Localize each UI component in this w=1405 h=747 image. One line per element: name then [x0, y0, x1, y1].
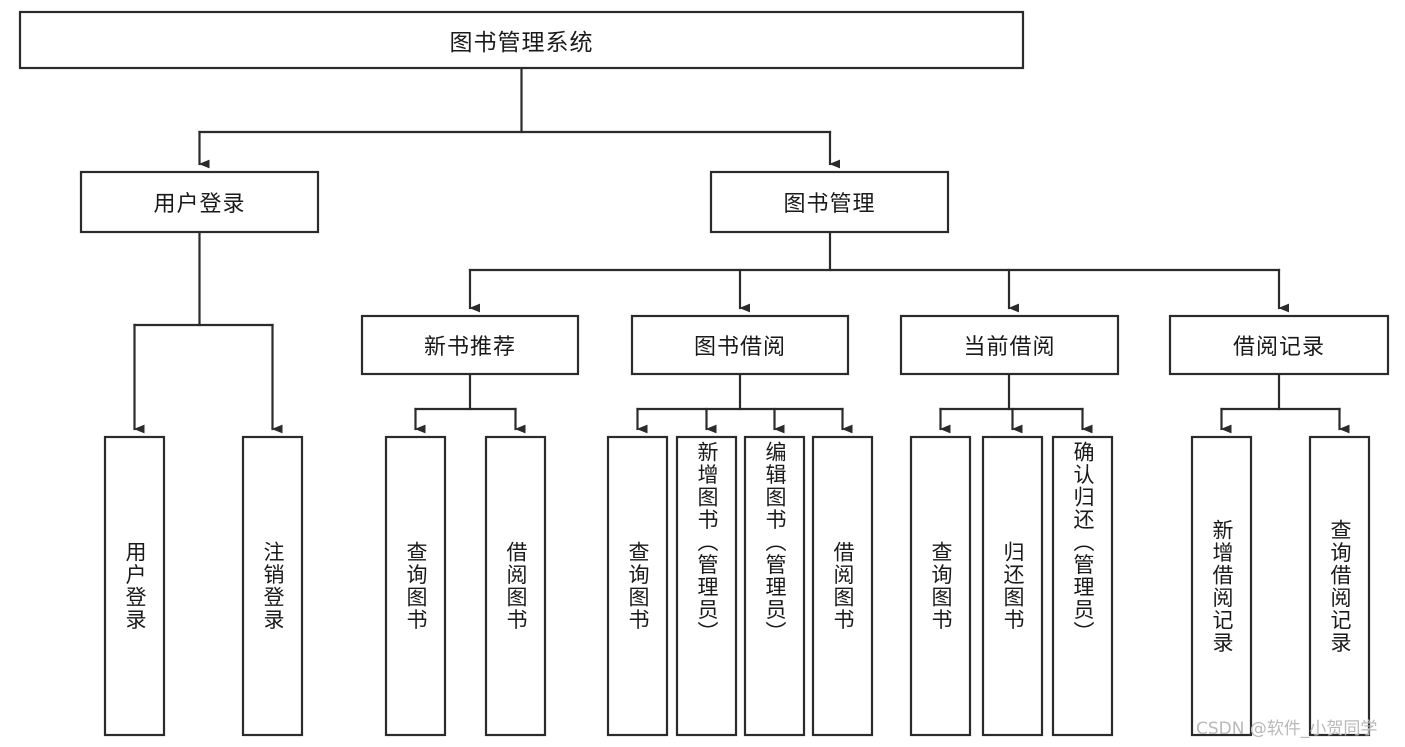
node-box-leaf-confirm-return[interactable]	[1051, 435, 1114, 737]
connector-group-borrow-record	[1220, 372, 1350, 434]
connector-group-current-borrow	[939, 372, 1093, 434]
connector-group-new-book-recommend	[414, 372, 526, 434]
connector-group-user-login	[133, 230, 283, 434]
node-box-book-manage[interactable]	[709, 170, 950, 234]
node-box-leaf-return-book[interactable]	[981, 435, 1044, 737]
node-box-current-borrow[interactable]	[899, 314, 1120, 376]
node-box-leaf-query-book-rec[interactable]	[384, 435, 447, 737]
node-box-borrow-record[interactable]	[1168, 314, 1390, 376]
node-box-leaf-add-book[interactable]	[675, 435, 738, 737]
node-box-book-borrow[interactable]	[630, 314, 850, 376]
node-box-leaf-query-book-borrow[interactable]	[606, 435, 669, 737]
node-box-user-login[interactable]	[79, 170, 320, 234]
node-box-leaf-borrow-book[interactable]	[811, 435, 874, 737]
node-box-leaf-user-logout[interactable]	[241, 435, 304, 737]
node-box-new-book-recommend[interactable]	[360, 314, 580, 376]
node-box-leaf-edit-book[interactable]	[743, 435, 806, 737]
connector-group-book-borrow	[636, 372, 853, 434]
node-box-leaf-borrow-book-rec[interactable]	[484, 435, 547, 737]
node-box-leaf-add-record[interactable]	[1190, 435, 1253, 737]
connector-group-book-manage	[468, 230, 1290, 313]
node-box-leaf-user-login[interactable]	[103, 435, 166, 737]
connector-group-root	[198, 66, 841, 169]
node-box-root[interactable]	[18, 10, 1025, 70]
node-box-leaf-query-book-cur[interactable]	[909, 435, 972, 737]
node-box-leaf-query-record[interactable]	[1308, 435, 1371, 737]
